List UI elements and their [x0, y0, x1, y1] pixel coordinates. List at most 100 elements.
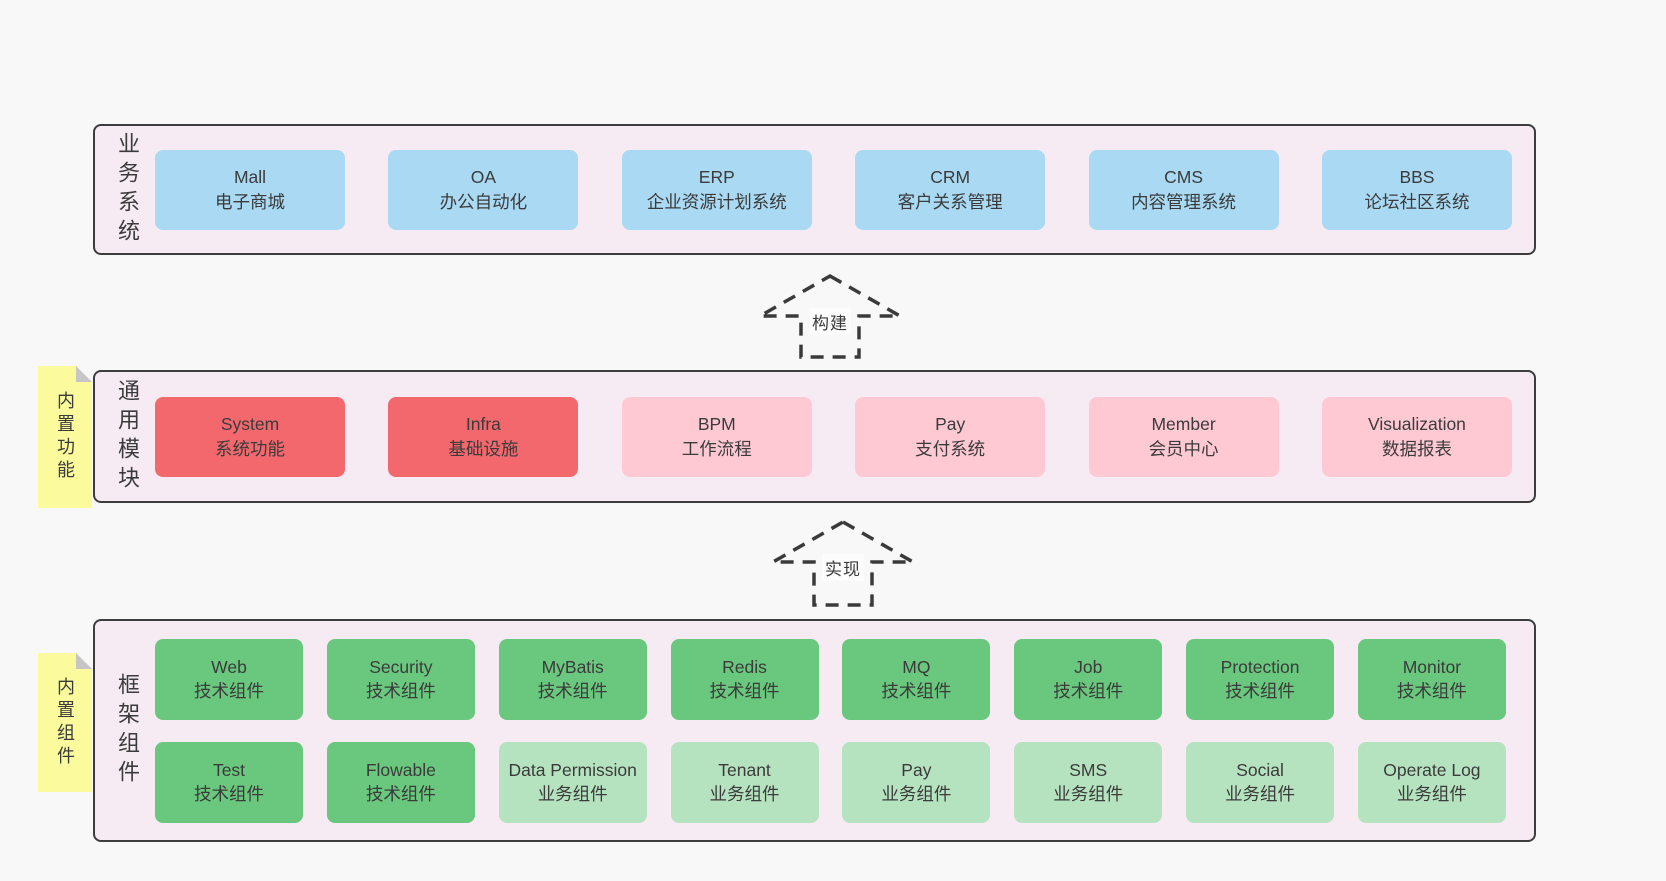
box-subtitle: 业务组件 — [537, 784, 608, 804]
box-cms: CMS 内容管理系统 — [1088, 149, 1279, 230]
box-title: System — [220, 414, 280, 435]
box-title: Monitor — [1402, 656, 1462, 677]
box-title: ERP — [698, 167, 735, 188]
box-subtitle: 技术组件 — [194, 681, 264, 701]
box-oa: OA 办公自动化 — [388, 149, 579, 230]
box-title: Protection — [1220, 656, 1300, 677]
box-subtitle: 技术组件 — [709, 681, 780, 701]
arrow-implement-label: 实现 — [822, 554, 864, 581]
box-title: Data Permission — [508, 759, 637, 780]
box-mq: MQ 技术组件 — [842, 638, 991, 720]
box-redis: Redis 技术组件 — [670, 638, 819, 720]
box-protection: Protection 技术组件 — [1186, 638, 1335, 720]
box-bbs: BBS 论坛社区系统 — [1321, 149, 1512, 230]
box-title: Security — [369, 656, 433, 677]
box-crm: CRM 客户关系管理 — [855, 149, 1046, 230]
box-title: CMS — [1164, 167, 1203, 188]
box-subtitle: 技术组件 — [365, 784, 436, 804]
band-business-systems-rows: Mall 电子商城 OA 办公自动化 ERP 企业资源计划系统 CRM 客户关系管理 CMS 内容… — [95, 126, 1534, 253]
box-social: Social 业务组件 — [1186, 741, 1335, 823]
box-subtitle: 技术组件 — [1053, 681, 1124, 701]
box-title: Operate Log — [1383, 759, 1481, 780]
box-subtitle: 技术组件 — [365, 681, 436, 701]
box-subtitle: 业务组件 — [1053, 784, 1124, 804]
sticky-note-label: 内置组件 — [55, 676, 75, 769]
box-bpm: BPM 工作流程 — [621, 396, 812, 477]
box-title: Redis — [722, 656, 767, 677]
box-operate-log: Operate Log 业务组件 — [1357, 741, 1506, 823]
box-subtitle: 业务组件 — [1396, 784, 1467, 804]
box-title: Job — [1074, 656, 1103, 677]
sticky-note-label: 内置功能 — [55, 391, 75, 483]
band-business-systems: 业务系统 Mall 电子商城 OA 办公自动化 ERP 企业资源计划系统 CRM 客户关系管理… — [93, 124, 1536, 255]
box-mybatis: MyBatis 技术组件 — [498, 638, 647, 720]
box-title: OA — [470, 167, 497, 188]
box-title: SMS — [1069, 759, 1108, 780]
box-subtitle: 会员中心 — [1148, 438, 1219, 459]
box-title: CRM — [930, 167, 971, 188]
box-title: Test — [212, 759, 246, 780]
box-subtitle: 电子商城 — [215, 191, 285, 212]
box-data-permission: Data Permission 业务组件 — [498, 741, 647, 823]
box-title: Tenant — [718, 759, 771, 780]
box-job: Job 技术组件 — [1014, 638, 1163, 720]
sticky-note-builtin-components: 内置组件 — [38, 653, 92, 792]
box-subtitle: 企业资源计划系统 — [646, 191, 787, 212]
box-title: BBS — [1399, 167, 1435, 188]
box-security: Security 技术组件 — [326, 638, 475, 720]
box-title: MyBatis — [541, 656, 604, 677]
box-subtitle: 支付系统 — [915, 438, 986, 459]
box-subtitle: 技术组件 — [537, 681, 608, 701]
box-title: Infra — [465, 414, 501, 435]
box-title: Visualization — [1367, 414, 1466, 435]
box-subtitle: 技术组件 — [1396, 681, 1467, 701]
box-tenant: Tenant 业务组件 — [670, 741, 819, 823]
box-title: BPM — [697, 414, 736, 435]
box-subtitle: 技术组件 — [194, 784, 264, 804]
box-erp: ERP 企业资源计划系统 — [621, 149, 812, 230]
box-subtitle: 工作流程 — [681, 438, 752, 459]
box-subtitle: 客户关系管理 — [897, 191, 1003, 212]
box-system: System 系统功能 — [155, 396, 345, 477]
box-title: MQ — [902, 656, 931, 677]
sticky-note-paper — [38, 653, 92, 792]
arrow-build-label: 构建 — [809, 308, 851, 335]
sticky-note-builtin-features: 内置功能 — [38, 366, 92, 508]
box-subtitle: 数据报表 — [1381, 438, 1452, 459]
box-subtitle: 内容管理系统 — [1131, 191, 1237, 212]
box-visualization: Visualization 数据报表 — [1321, 396, 1512, 477]
box-subtitle: 办公自动化 — [439, 191, 528, 212]
module-row: Mall 电子商城 OA 办公自动化 ERP 企业资源计划系统 CRM 客户关系管理 CMS 内容… — [155, 149, 1512, 230]
sticky-note-paper — [38, 366, 92, 508]
box-subtitle: 技术组件 — [881, 681, 952, 701]
box-subtitle: 技术组件 — [1225, 681, 1296, 701]
box-subtitle: 论坛社区系统 — [1364, 191, 1470, 212]
box-infra: Infra 基础设施 — [388, 396, 579, 477]
box-title: Pay — [935, 414, 966, 435]
box-subtitle: 业务组件 — [1225, 784, 1296, 804]
box-pay: Pay 支付系统 — [855, 396, 1046, 477]
arrow-build: 构建 — [755, 270, 905, 360]
dashed-up-arrow-icon — [755, 273, 905, 359]
box-subtitle: 系统功能 — [215, 438, 285, 459]
band-label-framework-components: 框架组件 — [115, 672, 140, 789]
arrow-implement: 实现 — [768, 516, 918, 608]
box-title: Social — [1236, 759, 1284, 780]
box-subtitle: 业务组件 — [709, 784, 780, 804]
band-label-business-systems: 业务系统 — [115, 131, 140, 248]
box-title: Web — [211, 656, 247, 677]
box-mall: Mall 电子商城 — [155, 149, 345, 230]
box-subtitle: 业务组件 — [881, 784, 952, 804]
box-title: Mall — [233, 167, 267, 188]
box-subtitle: 基础设施 — [448, 438, 519, 459]
